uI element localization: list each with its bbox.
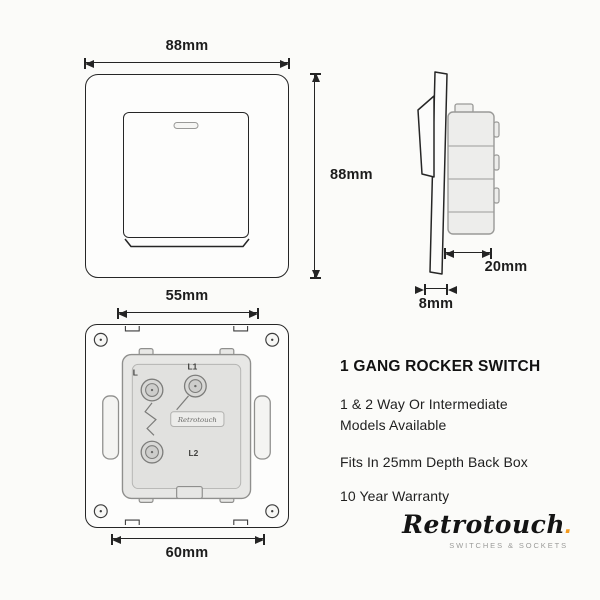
right-mounting-slot bbox=[253, 395, 271, 460]
switch-front-plate bbox=[85, 74, 289, 278]
dim-tick bbox=[288, 57, 290, 69]
dim-tick bbox=[444, 247, 446, 259]
feature-models: 1 & 2 Way Or Intermediate Models Availab… bbox=[340, 396, 508, 433]
dim-tick bbox=[424, 283, 426, 295]
brand-dot: . bbox=[565, 511, 572, 539]
switch-back-plate: L L1 L2 Retrotouch bbox=[85, 324, 289, 528]
front-height-dimension-line bbox=[309, 73, 321, 279]
feature-backbox: Fits In 25mm Depth Back Box bbox=[340, 454, 528, 470]
feature-warranty: 10 Year Warranty bbox=[340, 488, 450, 504]
dim-tick bbox=[117, 307, 119, 319]
side-view-drawing bbox=[417, 71, 500, 275]
terminal-label-l1: L1 bbox=[188, 361, 198, 371]
left-mounting-slot bbox=[102, 395, 120, 460]
terminal-screw bbox=[140, 374, 207, 464]
dim-tick bbox=[446, 283, 448, 295]
terminal-label-l2: L2 bbox=[189, 448, 199, 458]
back-outer-width-label: 60mm bbox=[165, 545, 209, 561]
side-terminal-bump bbox=[493, 121, 500, 138]
dim-tick bbox=[309, 277, 321, 279]
plate-depth-label: 8mm bbox=[418, 296, 454, 312]
back-inner-dimension-line bbox=[117, 307, 259, 319]
mechanism-wire bbox=[176, 395, 189, 411]
side-terminal-bump bbox=[493, 154, 500, 171]
front-height-label: 88mm bbox=[330, 167, 373, 183]
depth-label: 20mm bbox=[484, 259, 528, 275]
dim-tick bbox=[309, 73, 321, 75]
rocker-bevel-lines bbox=[124, 238, 250, 248]
dim-tick bbox=[84, 57, 86, 69]
terminal-label-l: L bbox=[133, 367, 138, 377]
module-brand-text: Retrotouch bbox=[177, 416, 217, 424]
side-terminal-bump bbox=[493, 187, 500, 204]
back-outer-dimension-line bbox=[111, 533, 265, 545]
mechanism-wire bbox=[144, 402, 157, 436]
bottom-connector-box bbox=[176, 485, 203, 500]
brand-name: Retrotouch bbox=[402, 510, 566, 539]
dim-tick bbox=[257, 307, 259, 319]
dim-tick bbox=[263, 533, 265, 545]
dim-tick bbox=[111, 533, 113, 545]
product-title: 1 GANG ROCKER SWITCH bbox=[340, 358, 541, 375]
back-inner-width-label: 55mm bbox=[165, 288, 209, 304]
brand-logo-wordmark: Retrotouch. bbox=[392, 511, 572, 540]
brand-logo: Retrotouch. Switches & Sockets bbox=[392, 511, 572, 550]
brand-tagline: Switches & Sockets bbox=[449, 541, 568, 550]
dim-tick bbox=[490, 247, 492, 259]
back-view-drawing: L L1 L2 Retrotouch bbox=[93, 325, 280, 526]
module-brand-badge bbox=[170, 411, 225, 427]
depth-dimension-line bbox=[444, 247, 492, 259]
edge-notches bbox=[124, 325, 249, 526]
side-back-box bbox=[447, 111, 495, 235]
front-width-dimension-line bbox=[84, 57, 290, 69]
rocker-button bbox=[123, 112, 249, 238]
side-rocker-profile bbox=[417, 95, 435, 178]
plate-depth-dimension-line bbox=[415, 283, 457, 295]
front-width-label: 88mm bbox=[165, 38, 209, 54]
rocker-indicator bbox=[173, 122, 199, 129]
corner-screw bbox=[93, 332, 280, 519]
